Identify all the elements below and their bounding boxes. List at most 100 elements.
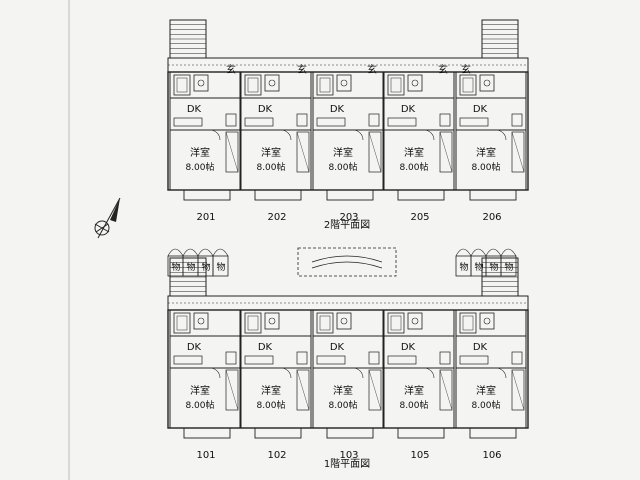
sink: [197, 317, 205, 325]
storage-door-swing: [470, 248, 487, 257]
kitchen-counter: [244, 117, 274, 127]
closet-diagonal: [368, 131, 382, 173]
bathtub-inner: [176, 77, 188, 93]
sink: [268, 317, 276, 325]
kitchen-counter: [244, 355, 274, 365]
kitchen-counter: [173, 355, 203, 365]
floor-1-plan: DK洋室8.00帖101DK洋室8.00帖102DK洋室8.00帖103DK洋室…: [167, 247, 529, 461]
balcony: [254, 189, 302, 201]
entrance-label: 玄: [367, 63, 377, 76]
door-swing: [209, 367, 221, 379]
closet: [296, 131, 310, 173]
balcony: [469, 189, 517, 201]
storage-door-swing: [455, 248, 472, 257]
unit-number: 102: [267, 450, 286, 461]
sink: [411, 79, 419, 87]
washroom: [264, 74, 280, 92]
bathtub: [387, 74, 405, 96]
kitchen-label: DK: [187, 342, 202, 353]
storage-label: 物: [171, 261, 180, 273]
stair: [169, 257, 207, 297]
door-swing: [423, 367, 435, 379]
room-label: 洋室: [190, 384, 210, 397]
sink: [340, 79, 348, 87]
closet-diagonal: [225, 131, 239, 173]
bathtub-inner: [462, 315, 474, 331]
room-label: 洋室: [404, 146, 424, 159]
unit-number: 106: [482, 450, 501, 461]
floor-2-caption: 2階平面図: [324, 219, 370, 231]
washroom: [479, 74, 495, 92]
closet: [511, 131, 525, 173]
room-size: 8.00帖: [328, 399, 357, 411]
door-swing: [352, 129, 364, 141]
unit-number: 205: [410, 212, 429, 223]
storage-door-swing: [500, 248, 517, 257]
room-size: 8.00帖: [471, 399, 500, 411]
kitchen-label: DK: [258, 342, 273, 353]
washroom: [193, 74, 209, 92]
room-size: 8.00帖: [471, 161, 500, 173]
bathtub-inner: [390, 315, 402, 331]
door-swing: [280, 367, 292, 379]
storage-label: 物: [216, 261, 225, 273]
bathtub: [173, 74, 191, 96]
closet-diagonal: [296, 369, 310, 411]
kitchen-label: DK: [187, 104, 202, 115]
balcony: [326, 189, 374, 201]
bathtub: [244, 312, 262, 334]
refrigerator: [225, 113, 237, 127]
storage-door-swing: [167, 248, 184, 257]
bathtub-inner: [462, 77, 474, 93]
kitchen-counter: [459, 355, 489, 365]
closet-diagonal: [511, 369, 525, 411]
storage-door-swing: [197, 248, 214, 257]
sink: [483, 317, 491, 325]
entrance-canopy: [297, 247, 397, 277]
closet: [225, 131, 239, 173]
balcony: [397, 427, 445, 439]
room-label: 洋室: [476, 146, 496, 159]
closet: [439, 369, 453, 411]
balcony: [183, 427, 231, 439]
kitchen-counter: [316, 117, 346, 127]
closet-diagonal: [511, 131, 525, 173]
door-swing: [280, 129, 292, 141]
door-swing: [495, 367, 507, 379]
refrigerator: [511, 113, 523, 127]
closet: [225, 369, 239, 411]
kitchen-counter: [459, 117, 489, 127]
balcony: [469, 427, 517, 439]
storage-door-swing: [485, 248, 502, 257]
storage-label: 物: [489, 261, 498, 273]
kitchen-label: DK: [401, 104, 416, 115]
closet: [439, 131, 453, 173]
kitchen-label: DK: [330, 342, 345, 353]
storage-shed: [212, 255, 229, 277]
kitchen-label: DK: [401, 342, 416, 353]
bathtub-inner: [319, 77, 331, 93]
closet: [368, 131, 382, 173]
room-label: 洋室: [333, 146, 353, 159]
storage-label: 物: [459, 261, 468, 273]
room-size: 8.00帖: [399, 399, 428, 411]
bathtub: [459, 312, 477, 334]
kitchen-counter: [316, 355, 346, 365]
sink: [411, 317, 419, 325]
closet-diagonal: [368, 369, 382, 411]
refrigerator: [439, 351, 451, 365]
floor-2-entrance-labels: 玄 玄 玄 玄 玄: [226, 63, 471, 76]
closet: [368, 369, 382, 411]
door-swing: [352, 367, 364, 379]
sink: [483, 79, 491, 87]
bathtub: [173, 312, 191, 334]
entrance-label: 玄: [438, 63, 448, 76]
washroom: [336, 74, 352, 92]
